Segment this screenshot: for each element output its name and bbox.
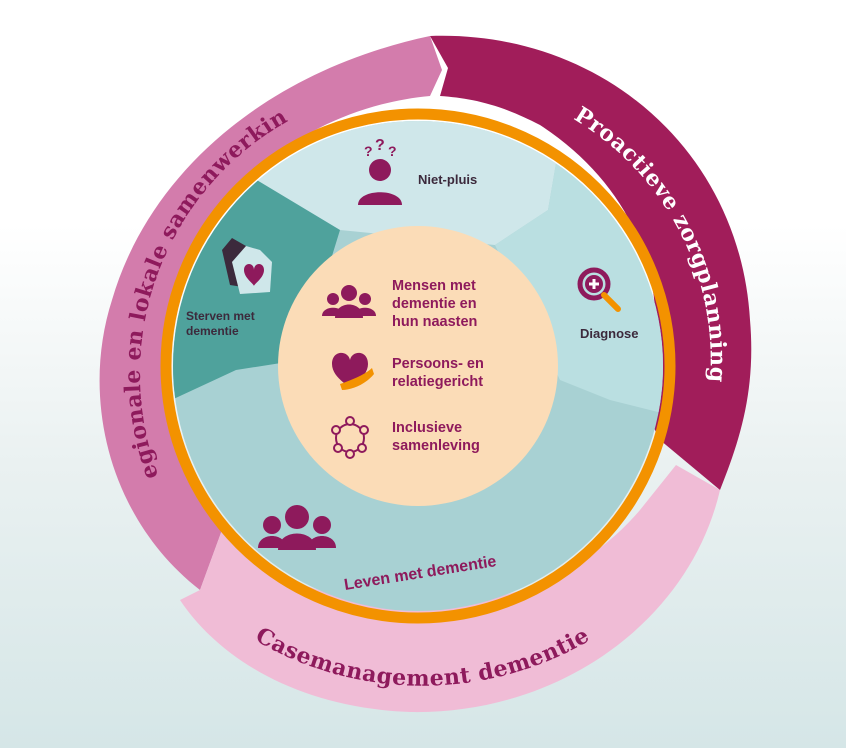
persoons-line2: relatiegericht	[392, 374, 483, 390]
center-item-persoons: Persoons- en relatiegericht	[332, 352, 484, 390]
magnifier-plus-icon	[577, 267, 621, 312]
niet-pluis-phase: ? ? ? Niet-pluis	[358, 137, 477, 205]
mensen-line1: Mensen met	[392, 278, 476, 294]
people-group-icon	[322, 285, 376, 318]
mensen-line3: hun naasten	[392, 314, 477, 330]
sterven-phase: Sterven met dementie	[186, 238, 272, 338]
niet-pluis-label: Niet-pluis	[418, 172, 477, 187]
diagnose-phase: Diagnose	[577, 267, 639, 341]
regional-segment	[99, 36, 443, 590]
hands-heart-icon	[222, 238, 272, 294]
inclusieve-line2: samenleving	[392, 438, 480, 454]
circle-people-icon	[331, 416, 369, 459]
sterven-label-line1: Sterven met	[186, 309, 255, 323]
svg-text:?: ?	[375, 137, 385, 154]
orange-ring	[160, 108, 676, 624]
diagnose-label: Diagnose	[580, 326, 639, 341]
center-item-mensen: Mensen met dementie en hun naasten	[322, 278, 477, 330]
svg-text:?: ?	[388, 143, 397, 159]
mensen-line2: dementie en	[392, 296, 477, 312]
persoons-line1: Persoons- en	[392, 356, 484, 372]
inclusieve-line1: Inclusieve	[392, 420, 462, 436]
casemanagement-segment	[180, 465, 720, 713]
svg-text:?: ?	[364, 143, 373, 159]
heart-hand-icon	[332, 352, 374, 390]
sterven-label-line2: dementie	[186, 324, 239, 338]
center-item-inclusieve: Inclusieve samenleving	[331, 416, 480, 459]
group-people-icon	[258, 505, 336, 550]
person-question-icon: ? ? ?	[358, 137, 402, 205]
